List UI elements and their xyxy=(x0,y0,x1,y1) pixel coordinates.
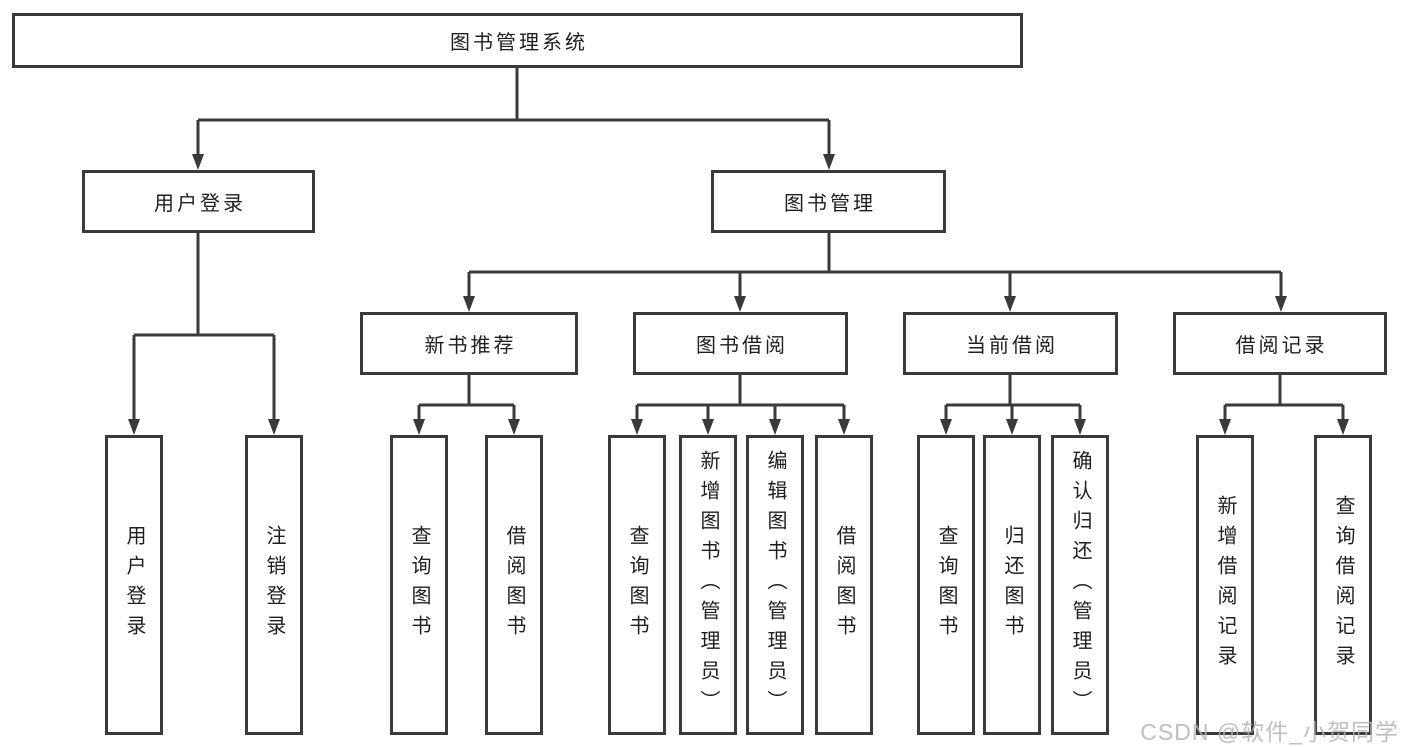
node-label: 确认归还（管理员） xyxy=(1069,450,1091,720)
arrowhead xyxy=(508,419,520,435)
connector-path xyxy=(944,375,1082,421)
node-label: 借阅图书 xyxy=(833,525,855,645)
node-book-management: 图书管理 xyxy=(711,170,946,233)
node-label: 图书管理系统 xyxy=(450,32,588,54)
leaf-query-books-current: 查询图书 xyxy=(917,435,975,735)
node-book-borrowing: 图书借阅 xyxy=(633,312,848,375)
leaf-borrow-books: 借阅图书 xyxy=(815,435,873,735)
connector-path xyxy=(1223,375,1345,421)
node-label: 新增借阅记录 xyxy=(1214,495,1236,675)
watermark: CSDN @软件_小贺同学 xyxy=(1140,719,1399,745)
arrowhead xyxy=(734,296,746,312)
node-user-login-group: 用户登录 xyxy=(82,170,315,233)
connector-path xyxy=(196,68,831,155)
node-current-borrowing: 当前借阅 xyxy=(903,312,1118,375)
arrowhead xyxy=(1275,296,1287,312)
arrowhead xyxy=(192,154,204,170)
arrowhead xyxy=(823,154,835,170)
arrowhead xyxy=(940,419,952,435)
arrowhead xyxy=(1006,419,1018,435)
leaf-return-books: 归还图书 xyxy=(983,435,1041,735)
leaf-add-borrow-record: 新增借阅记录 xyxy=(1196,435,1254,735)
arrowhead xyxy=(413,419,425,435)
node-label: 图书管理 xyxy=(784,193,876,215)
arrowhead xyxy=(463,296,475,312)
arrowhead xyxy=(1219,419,1231,435)
arrowhead xyxy=(128,419,140,435)
node-label: 归还图书 xyxy=(1001,525,1023,645)
node-new-book-recommend: 新书推荐 xyxy=(360,312,578,375)
arrowhead xyxy=(1337,419,1349,435)
arrowhead xyxy=(631,419,643,435)
leaf-query-borrow-record: 查询借阅记录 xyxy=(1314,435,1372,735)
node-label: 编辑图书（管理员） xyxy=(764,450,786,720)
node-label: 用户登录 xyxy=(154,193,246,215)
node-label: 借阅记录 xyxy=(1235,335,1328,357)
node-label: 新书推荐 xyxy=(424,335,517,357)
leaf-edit-books-admin: 编辑图书（管理员） xyxy=(746,435,804,735)
leaf-query-books-recommend: 查询图书 xyxy=(390,435,448,735)
node-label: 图书借阅 xyxy=(696,335,788,357)
node-label: 查询图书 xyxy=(408,525,430,645)
arrowhead xyxy=(1004,296,1016,312)
arrowhead xyxy=(838,419,850,435)
leaf-borrow-books-recommend: 借阅图书 xyxy=(485,435,543,735)
connector-path xyxy=(467,233,1283,297)
node-label: 查询图书 xyxy=(935,525,957,645)
node-borrowing-records: 借阅记录 xyxy=(1173,312,1387,375)
leaf-confirm-return-admin: 确认归还（管理员） xyxy=(1051,435,1109,735)
arrowhead xyxy=(268,419,280,435)
node-label: 用户登录 xyxy=(123,525,145,645)
node-label: 查询借阅记录 xyxy=(1332,495,1354,675)
node-label: 新增图书（管理员） xyxy=(697,450,719,720)
node-label: 当前借阅 xyxy=(966,335,1058,357)
leaf-logout: 注销登录 xyxy=(245,435,303,735)
connector-path xyxy=(132,233,276,420)
node-label: 注销登录 xyxy=(263,525,285,645)
connector-path xyxy=(635,375,846,421)
connector-path xyxy=(417,375,516,421)
arrowhead xyxy=(1074,419,1086,435)
leaf-add-books-admin: 新增图书（管理员） xyxy=(679,435,737,735)
node-label: 借阅图书 xyxy=(503,525,525,645)
arrowhead xyxy=(769,419,781,435)
arrowhead xyxy=(702,419,714,435)
leaf-query-books-borrow: 查询图书 xyxy=(608,435,666,735)
node-root: 图书管理系统 xyxy=(12,13,1023,68)
node-label: 查询图书 xyxy=(626,525,648,645)
leaf-user-login: 用户登录 xyxy=(105,435,163,735)
